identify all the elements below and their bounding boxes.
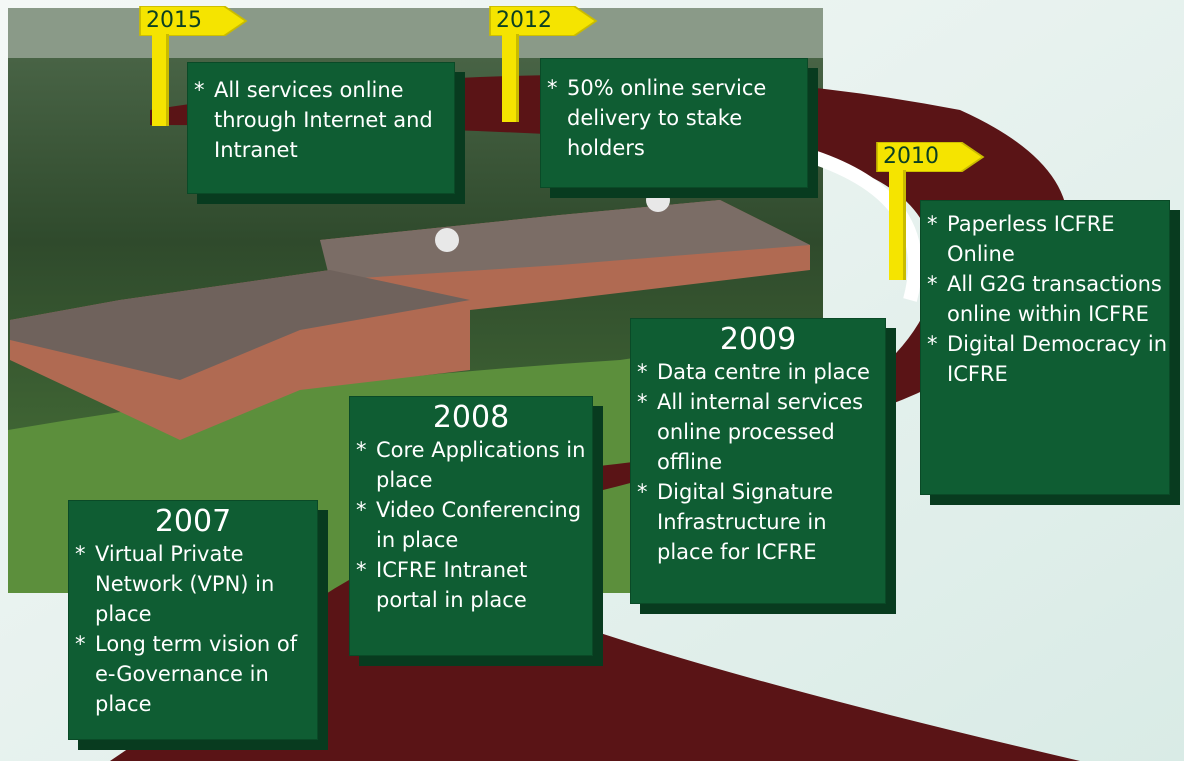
- flag-banner-icon: [489, 6, 598, 36]
- list-item: ICFRE Intranet portal in place: [350, 555, 592, 615]
- milestone-2008-box: 2008 Core Applications in place Video Co…: [349, 396, 593, 656]
- flag-banner-icon: [139, 6, 248, 36]
- list-item: Video Conferencing in place: [350, 495, 592, 555]
- list-item: All internal services online processed o…: [631, 387, 885, 477]
- milestone-2012-box: 50% online service delivery to stake hol…: [540, 58, 808, 188]
- list-item: Paperless ICFRE Online: [921, 209, 1169, 269]
- milestone-2007-box: 2007 Virtual Private Network (VPN) in pl…: [68, 500, 318, 740]
- milestone-2010-list: Paperless ICFRE Online All G2G transacti…: [921, 209, 1169, 389]
- flag-year-2012: 2012: [496, 8, 552, 33]
- milestone-2012-list: 50% online service delivery to stake hol…: [541, 73, 807, 163]
- milestone-2015-box: All services online through Internet and…: [187, 62, 455, 194]
- milestone-2010-box: Paperless ICFRE Online All G2G transacti…: [920, 200, 1170, 495]
- flag-year-2015: 2015: [146, 8, 202, 33]
- milestone-2008-year: 2008: [432, 400, 510, 435]
- milestone-2009-year: 2009: [719, 322, 797, 357]
- list-item: Core Applications in place: [350, 435, 592, 495]
- milestone-2007-list: Virtual Private Network (VPN) in place L…: [69, 539, 317, 719]
- list-item: Digital Signature Infrastructure in plac…: [631, 477, 885, 567]
- list-item: Data centre in place: [631, 357, 885, 387]
- list-item: All G2G transactions online within ICFRE: [921, 269, 1169, 329]
- list-item: Virtual Private Network (VPN) in place: [69, 539, 317, 629]
- milestone-2009-list: Data centre in place All internal servic…: [631, 357, 885, 567]
- list-item: Long term vision of e-Governance in plac…: [69, 629, 317, 719]
- milestone-2015-list: All services online through Internet and…: [188, 75, 454, 165]
- milestone-2007-year: 2007: [154, 504, 232, 539]
- milestone-2009-box: 2009 Data centre in place All internal s…: [630, 318, 886, 604]
- list-item: All services online through Internet and…: [188, 75, 454, 165]
- list-item: 50% online service delivery to stake hol…: [541, 73, 807, 163]
- milestone-2008-list: Core Applications in place Video Confere…: [350, 435, 592, 615]
- flag-banner-icon: [876, 142, 985, 172]
- list-item: Digital Democracy in ICFRE: [921, 329, 1169, 389]
- flag-year-2010: 2010: [883, 144, 939, 169]
